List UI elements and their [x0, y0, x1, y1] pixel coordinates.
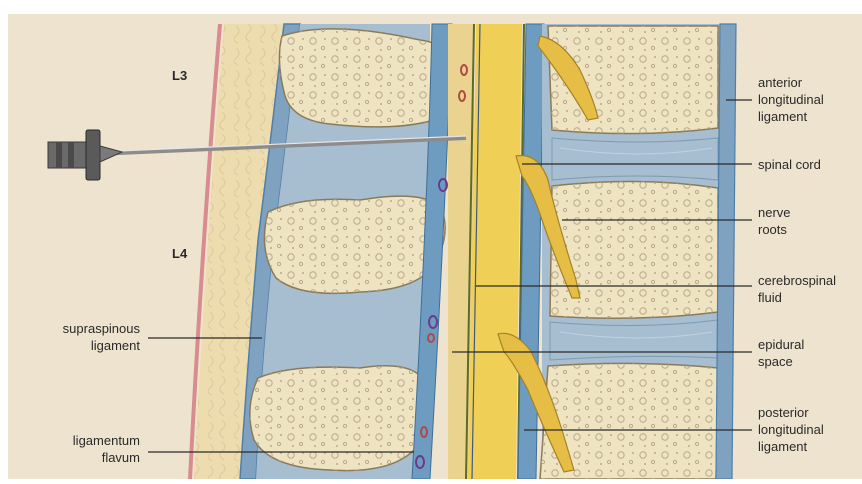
top-border [0, 0, 862, 14]
label-epidural-space: epidural space [758, 336, 804, 370]
label-spinal-cord: spinal cord [758, 156, 821, 173]
intervertebral-disc-l4-l5 [550, 320, 718, 360]
label-nerve-roots: nerve roots [758, 204, 791, 238]
intervertebral-disc-l3-l4 [552, 138, 718, 180]
label-anterior-longitudinal-ligament: anterior longitudinal ligament [758, 74, 824, 125]
label-posterior-longitudinal-ligament: posterior longitudinal ligament [758, 404, 824, 455]
level-label-l4: L4 [172, 246, 187, 261]
label-supraspinous-ligament: supraspinous ligament [48, 320, 140, 354]
anterior-longitudinal-ligament [716, 24, 736, 479]
label-ligamentum-flavum: ligamentum flavum [48, 432, 140, 466]
spinous-process-l5 [250, 366, 427, 471]
level-label-l3: L3 [172, 68, 187, 83]
label-cerebrospinal-fluid: cerebrospinal fluid [758, 272, 836, 306]
left-border [0, 0, 8, 479]
spinous-process-l4 [264, 196, 445, 293]
